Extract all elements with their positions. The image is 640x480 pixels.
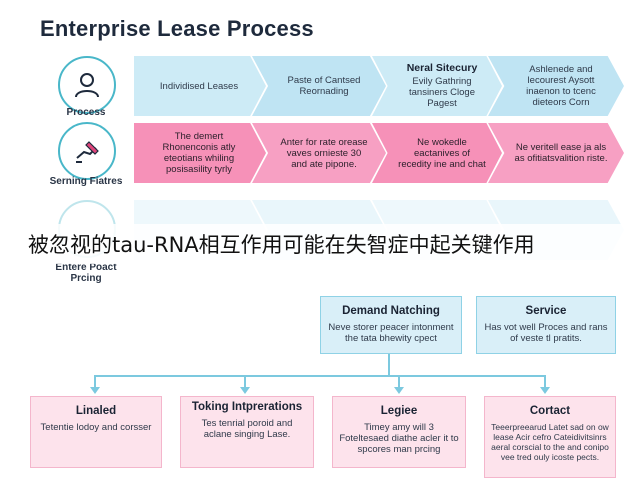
service-text: Has vot well Proces and rans of veste tl… (484, 322, 608, 344)
connector-drop-1 (94, 375, 96, 387)
bottom-box-linaled: Linaled Tetentie lodoy and corsser (30, 396, 162, 468)
process-step-2: Paste of Cantsed Reornading (252, 56, 386, 116)
connector-horizontal (94, 375, 546, 377)
connector-drop-3 (398, 375, 400, 387)
arrow-head-1 (90, 387, 100, 394)
servicing-step-4: Ne veritell ease ja als as ofitiatsvalit… (488, 123, 624, 183)
hand-pen-icon (76, 141, 99, 163)
bottom-box-legiee: Legiee Timey amy will 3 Foteltesaed diat… (332, 396, 466, 468)
bottom-box-3-heading: Legiee (380, 405, 418, 417)
caption-band (0, 224, 640, 264)
process-step-1-text: Individised Leases (159, 80, 239, 92)
servicing-step-4-text: Ne veritell ease ja als as ofitiatsvalit… (514, 142, 608, 164)
connector-drop-2 (244, 375, 246, 387)
servicing-step-2: Anter for rate orease vaves ornieste 30 … (252, 123, 386, 183)
row-label-pricing: Entere Poact Prcing (55, 262, 117, 284)
overlay-caption: 被忽视的tau-RNA相互作用可能在失智症中起关键作用 (28, 233, 535, 257)
demand-matching-heading: Demand Natching (342, 305, 440, 317)
bottom-box-3-text: Timey amy will 3 Foteltesaed diathe acle… (339, 422, 459, 455)
demand-matching-box: Demand Natching Neve storer peacer inton… (320, 296, 462, 354)
connector-vertical-main (388, 354, 390, 376)
bottom-box-cortact: Cortact Teeerpreearud Latet sad on ow le… (484, 396, 616, 478)
process-step-1: Individised Leases (134, 56, 266, 116)
demand-matching-text: Neve storer peacer intonment the tata bh… (328, 322, 454, 344)
servicing-step-1-text: The demert Rhonenconis atly eteotians wh… (162, 131, 236, 175)
bottom-box-1-heading: Linaled (75, 405, 117, 417)
servicing-circle (58, 122, 116, 180)
arrow-head-4 (540, 387, 550, 394)
servicing-step-2-text: Anter for rate orease vaves ornieste 30 … (280, 136, 368, 170)
service-box: Service Has vot well Proces and rans of … (476, 296, 616, 354)
bottom-box-1-text: Tetentie lodoy and corsser (40, 422, 152, 433)
connector-drop-4 (544, 375, 546, 387)
process-circle (58, 56, 116, 114)
arrow-head-2 (240, 387, 250, 394)
process-step-3-heading: Neral Sitecury (406, 62, 478, 74)
service-heading: Service (525, 305, 567, 317)
process-step-4: Ashlenede and lecourest Aysott inaenon t… (488, 56, 624, 116)
row-label-process: Process (66, 107, 106, 118)
servicing-step-1: The demert Rhonenconis atly eteotians wh… (134, 123, 266, 183)
row-label-servicing: Serning Fiatres (49, 176, 123, 187)
bottom-box-4-heading: Cortact (529, 405, 571, 417)
bottom-box-2-text: Tes tenrial poroid and aclane singing La… (201, 418, 293, 440)
bottom-box-toking: Toking Intprerations Tes tenrial poroid … (180, 396, 314, 468)
servicing-step-3: Ne wokedle eactanives of recedity ine an… (372, 123, 502, 183)
arrow-head-3 (394, 387, 404, 394)
bottom-box-4-text: Teeerpreearud Latet sad on ow lease Acir… (491, 422, 609, 462)
bottom-box-2-heading: Toking Intprerations (191, 401, 303, 413)
servicing-step-3-text: Ne wokedle eactanives of recedity ine an… (398, 136, 486, 170)
process-step-2-text: Paste of Cantsed Reornading (287, 75, 361, 97)
process-step-3-text: Evily Gathring tansiners Cloge Pagest (408, 76, 475, 109)
process-step-4-text: Ashlenede and lecourest Aysott inaenon t… (526, 64, 596, 108)
person-icon (75, 73, 99, 98)
diagram-title: Enterprise Lease Process (40, 16, 314, 41)
